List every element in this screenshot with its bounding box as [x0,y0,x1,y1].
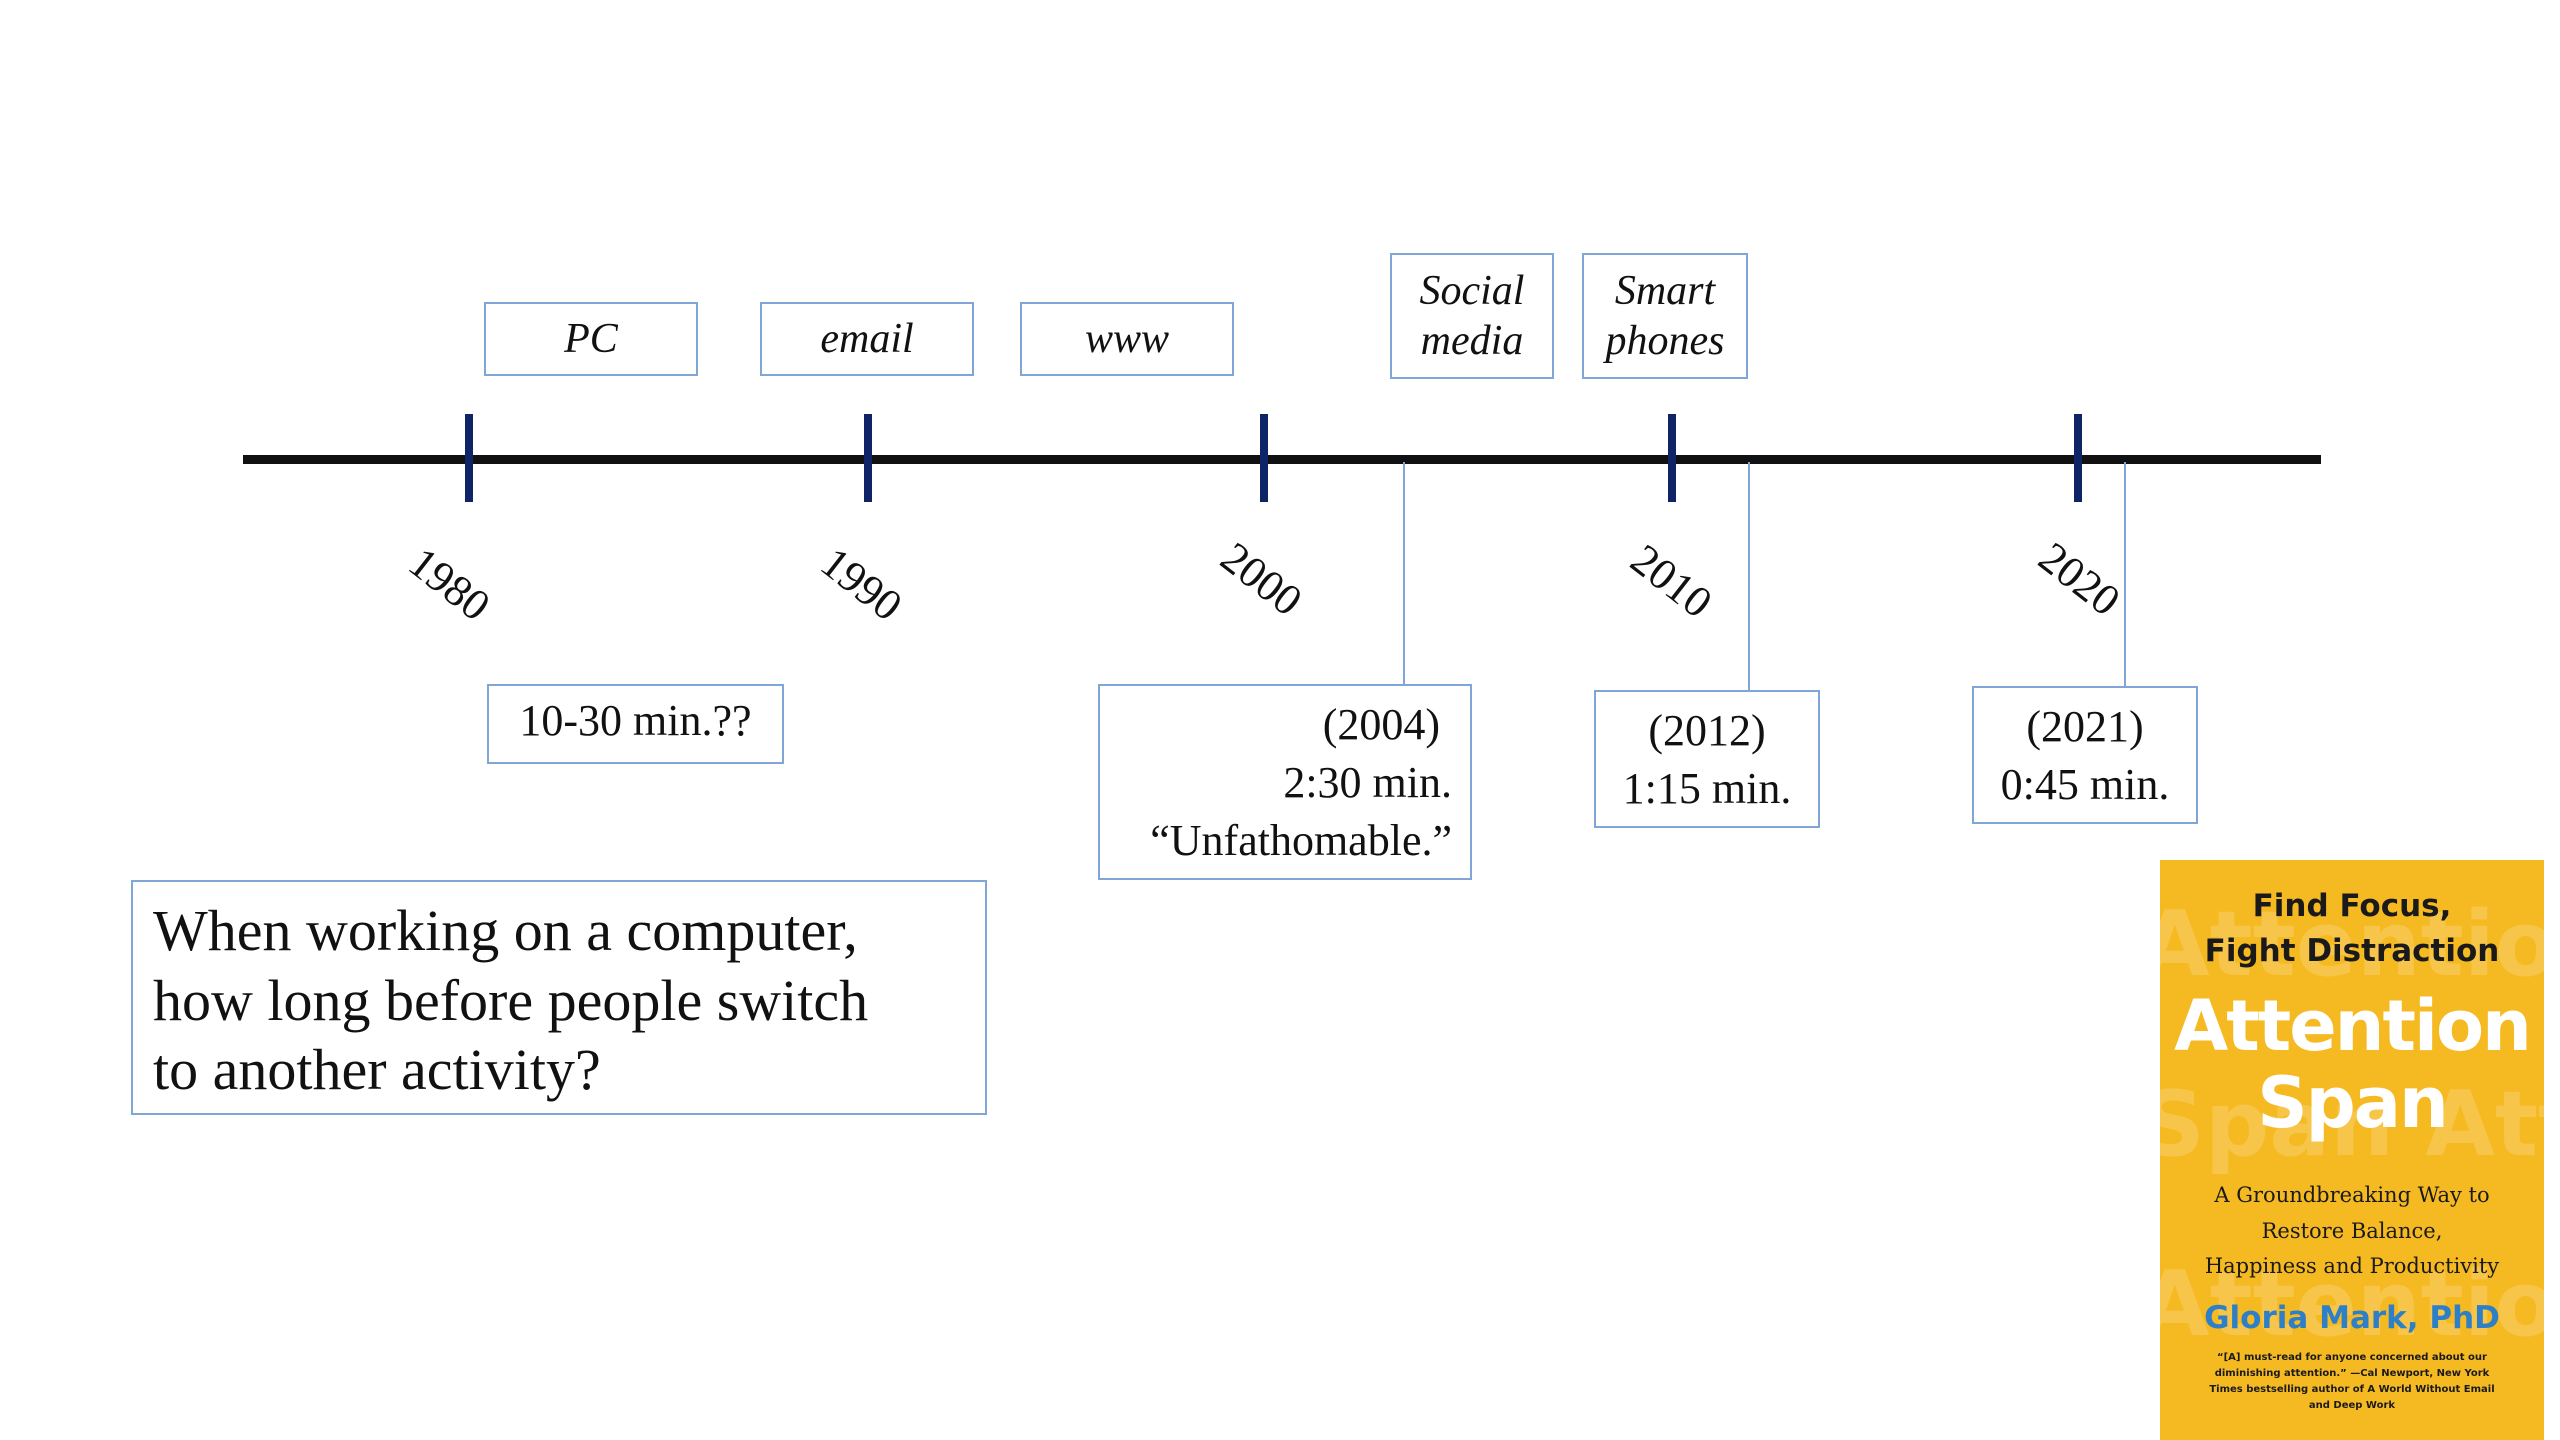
tech-box-www: www [1020,302,1234,376]
book-subtitle-line-3: Happiness and Productivity [2204,1254,2500,1279]
book-title-line-2: Span [2257,1062,2449,1144]
estimate-2004-year: (2004) [1322,700,1440,749]
tech-label-phones: phones [1605,318,1725,364]
tick-2020 [2074,414,2082,502]
question-line-3: to another activity? [153,1037,601,1103]
year-label-2000: 2000 [1211,532,1312,626]
book-title: Attention Span [2160,988,2544,1142]
book-tagline: Find Focus, Fight Distraction [2160,884,2544,974]
tech-label-www: www [1084,315,1170,362]
estimate-box-1980s: 10-30 min.?? [487,684,784,764]
leader-line-2021 [2124,462,2126,688]
timeline-axis [243,455,2321,464]
question-line-2: how long before people switch [153,967,869,1033]
tick-1990 [864,414,872,502]
book-subtitle-line-1: A Groundbreaking Way to [2214,1183,2490,1207]
question-box: When working on a computer, how long bef… [131,880,987,1115]
book-cover-background-pattern-2: Span Atten [2160,1072,2544,1177]
estimate-2004-note: “Unfathomable.” [1150,816,1452,866]
tech-box-social-media: Social media [1390,253,1554,379]
book-tagline-line-2: Fight Distraction [2204,932,2500,969]
tech-label-email: email [820,315,914,362]
tick-2010 [1668,414,1676,502]
leader-line-2012 [1748,462,1750,690]
tech-label-social: Social [1419,267,1525,314]
estimate-1980s-text: 10-30 min.?? [519,696,752,745]
estimate-box-2021: (2021) 0:45 min. [1972,686,2198,824]
book-blurb: “[A] must-read for anyone concerned abou… [2209,1352,2495,1411]
estimate-2012-duration: 1:15 min. [1622,764,1792,814]
estimate-2021-duration: 0:45 min. [2000,760,2170,810]
estimate-2004-duration: 2:30 min. [1283,758,1452,808]
tick-1980 [465,414,473,502]
book-cover-image: Attention Span Span Atten Attention Find… [2160,860,2544,1440]
leader-line-2004 [1403,462,1405,687]
tech-label-smart: Smart [1614,267,1716,314]
estimate-box-2012: (2012) 1:15 min. [1594,690,1820,828]
year-label-2020: 2020 [2029,532,2130,626]
tech-box-smartphones: Smart phones [1582,253,1748,379]
tech-box-email: email [760,302,974,376]
year-label-2010: 2010 [1621,534,1722,628]
tech-label-pc: PC [564,315,618,362]
tick-2000 [1260,414,1268,502]
year-label-1980: 1980 [399,537,500,631]
book-subtitle-line-2: Restore Balance, [2261,1218,2443,1243]
year-label-1990: 1990 [811,537,912,631]
book-cover-background-pattern: Attention Span [2160,892,2544,997]
tech-label-media: media [1420,318,1524,364]
estimate-box-2004: (2004) 2:30 min. “Unfathomable.” [1098,684,1472,880]
book-cover-background-pattern-3: Attention [2160,1252,2544,1357]
book-tagline-line-1: Find Focus, [2252,888,2452,924]
estimate-2021-year: (2021) [2026,702,2144,751]
book-subtitle: A Groundbreaking Way to Restore Balance,… [2160,1178,2544,1285]
book-author: Gloria Mark, PhD [2204,1300,2500,1336]
question-line-1: When working on a computer, [153,898,858,963]
estimate-2012-year: (2012) [1648,706,1766,755]
book-title-line-1: Attention [2174,985,2532,1067]
tech-box-pc: PC [484,302,698,376]
